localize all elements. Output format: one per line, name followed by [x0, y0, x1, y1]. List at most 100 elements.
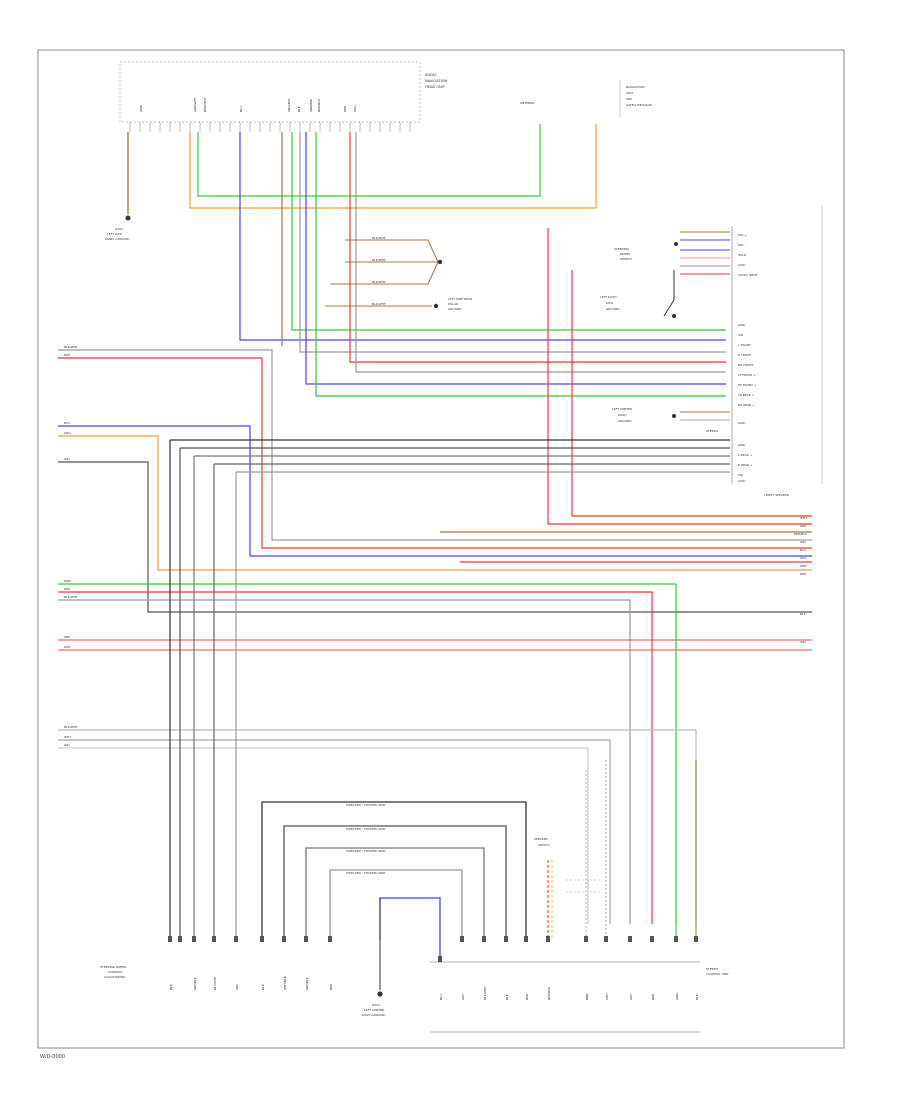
splice-wire-label: BLK/WHT	[372, 258, 386, 262]
right-pin-label: RR FRONT	[738, 363, 754, 367]
splice-label: PILLAR	[448, 302, 458, 306]
right-pin-label: GND	[738, 421, 746, 425]
bottom-right-box: SPEAKER SWITCH	[534, 837, 550, 847]
splice-wire-label: BLK/WHT	[372, 302, 386, 306]
right-pin-label: SIG	[738, 333, 744, 337]
right-code: ORG	[800, 556, 807, 560]
speaker-switch-label: SWITCH	[538, 843, 550, 847]
bottom-pin-label: BLK	[169, 983, 173, 990]
right-connector: MIC + MIC - SHLD GND AUDIO INPUT GND SIG…	[600, 206, 823, 497]
bottom-pin-label: BLU/WHT	[213, 976, 217, 990]
mid-splice: BLK/WHT BLK/WHT BLK/WHT BLK/WHT LEFT SID…	[325, 236, 472, 311]
bottom-module: STEERING WHEEL CONTROL CLOCKSPRING STERE…	[100, 936, 729, 1033]
bottom-right-wires	[547, 760, 697, 940]
left-code: WHT	[64, 735, 71, 739]
right-ground-label: KICK	[606, 301, 614, 305]
right-ground-label: LEFT DASH	[600, 295, 617, 299]
right-pin-label: GND	[738, 263, 746, 267]
right-connector-label: FRONT SPEAKER	[764, 493, 789, 497]
right-pin-label: SHLD	[738, 253, 747, 257]
right-pin-label: SIG	[738, 473, 744, 477]
upper-pin-label: RED/BLK	[317, 98, 321, 112]
shield-label: SHIELDED / TWISTED PAIR	[346, 849, 385, 853]
bottom-pin-label: BLK/WHT	[483, 986, 487, 1000]
bus-verticals	[169, 440, 237, 940]
left-code: GRY	[64, 743, 70, 747]
top-ground-label-3: PANEL GROUND	[105, 237, 130, 241]
right-code: RED	[800, 572, 807, 576]
info-line: SATELLITE RADIO	[626, 103, 653, 107]
corner-code: W/D-0000	[40, 1054, 65, 1060]
upper-pin-label: GRN/WHT	[193, 97, 197, 112]
bottom-pin-label: RED	[525, 993, 529, 1000]
shield-label: SHIELDED / TWISTED PAIR	[346, 827, 385, 831]
right-code: RED	[800, 524, 807, 528]
upper-pin-label: BLK	[297, 105, 301, 112]
right-pin-label: GND	[738, 479, 746, 483]
main-harness	[58, 228, 812, 924]
bottom-left-module-label: CLOCKSPRING	[104, 975, 126, 979]
bottom-ground-label: G201	[372, 1003, 380, 1007]
upper-pin-label: ORG/BLK	[287, 97, 291, 112]
right-pin-label: LF FRONT +	[738, 373, 757, 377]
bottom-pin-label: RED/BLK	[547, 986, 551, 1000]
bottom-pin-label: GRN	[675, 993, 679, 1000]
top-ground: G101 LEFT KICK PANEL GROUND	[105, 132, 131, 241]
splice-label: GROUND	[448, 307, 462, 311]
bottom-left-module-label: STEERING WHEEL	[100, 965, 127, 969]
left-code: BLK/WHT	[64, 725, 78, 729]
antenna-label: ANTENNA	[520, 101, 536, 105]
splice-label: LEFT SIDE REAR	[448, 297, 472, 301]
info-line: GPS	[626, 97, 632, 101]
left-code: BLK/WHT	[64, 345, 78, 349]
bottom-right-module-label: CONTROL UNIT	[706, 972, 729, 976]
splice2-label: WHEEL	[620, 252, 631, 256]
splice-wire-label: BLK/WHT	[372, 236, 386, 240]
upper-module-label-1: AUDIO	[425, 73, 437, 77]
right-pin-label: R REAR +	[738, 463, 753, 467]
left-code: GRN	[64, 579, 71, 583]
upper-module: AUDIO NAVIGATION HEAD UNIT GND GRN/WHT R…	[119, 61, 447, 132]
left-code: PNK	[64, 635, 71, 639]
right-module-label: STEREO	[706, 429, 719, 433]
bottom-pin-label: GRY	[461, 994, 465, 1000]
right-pin-label: L REAR +	[738, 453, 753, 457]
right-pin-label: RF FRONT +	[738, 383, 757, 387]
upper-module-label-3: HEAD UNIT	[425, 85, 446, 89]
right-pin-label: GND	[738, 323, 746, 327]
left-wire-codes: BLK/WHT RED BLU ORG GRY GRN RED BLK/WHT …	[64, 345, 78, 747]
left-code: RED	[64, 645, 71, 649]
right-pin-label: MIC -	[738, 243, 746, 247]
right-code: RED/BLK	[794, 532, 808, 536]
bottom-ground-label: DASH GROUND	[362, 1013, 386, 1017]
bottom-pin-label: BLK	[505, 993, 509, 1000]
shield-label: SHIELDED / TWISTED PAIR	[346, 871, 385, 875]
right-code: BLK	[800, 612, 807, 616]
upper-pin-label: GRN/BLK	[309, 98, 313, 112]
bottom-ground-label: LEFT CENTER	[364, 1008, 384, 1012]
info-line: NAVIGATION	[626, 85, 645, 89]
left-code: BLU	[64, 421, 70, 425]
right-pin-label: LR REAR +	[738, 393, 755, 397]
speaker-switch-label: SPEAKER	[534, 837, 548, 841]
bottom-ground: G201 LEFT CENTER DASH GROUND	[362, 898, 386, 1017]
bottom-left-module-label: CONTROL	[108, 970, 123, 974]
top-right-info: NAVIGATION UNIT GPS SATELLITE RADIO	[619, 80, 653, 118]
bottom-pin-label: GRY/BLK	[193, 976, 197, 990]
left-code: GRY	[64, 457, 70, 461]
right-code: GRY	[800, 540, 806, 544]
bottom-pin-label: GRY	[235, 984, 239, 990]
right-ground2-label: LEFT CENTER	[612, 407, 632, 411]
shield-label: SHIELDED / TWISTED PAIR	[346, 803, 385, 807]
upper-pin-label: BLU	[239, 106, 243, 112]
right-pin-label: RR REAR +	[738, 403, 755, 407]
upper-pin-label: ORG	[353, 105, 357, 112]
bottom-pin-label: RED	[651, 993, 655, 1000]
top-ground-label-2: LEFT KICK	[107, 232, 123, 236]
splice-wire-label: BLK/WHT	[372, 280, 386, 284]
shield-labels: SHIELDED / TWISTED PAIR SHIELDED / TWIST…	[346, 803, 385, 875]
right-ground2-label: DASH	[618, 413, 626, 417]
bottom-pin-label: BRN	[585, 994, 589, 1000]
right-pin-label: R FRONT	[738, 353, 751, 357]
left-code: BLK/WHT	[64, 595, 78, 599]
